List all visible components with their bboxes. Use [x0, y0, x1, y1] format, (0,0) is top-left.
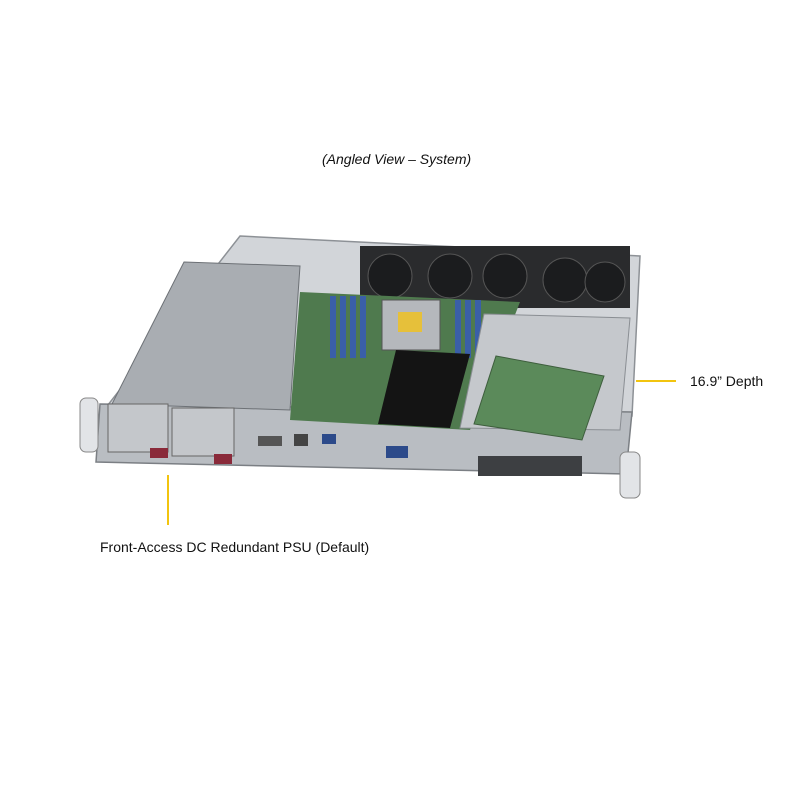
depth-label: 16.9” Depth	[690, 373, 764, 389]
psu-handle-left	[150, 448, 168, 458]
psu-housing	[111, 261, 301, 411]
fan-1	[367, 253, 413, 299]
chipset-heatsink	[378, 350, 470, 428]
io-port-lan-1	[294, 434, 308, 446]
psu-label: Front-Access DC Redundant PSU (Default)	[100, 539, 370, 555]
cpu-label	[398, 312, 422, 332]
fan-4	[542, 257, 588, 303]
rack-ear-left	[79, 397, 99, 453]
rack-ear-right	[619, 451, 641, 499]
fan-2	[427, 253, 473, 299]
psu-module-right	[171, 407, 235, 457]
fan-5	[584, 261, 626, 303]
dimm-bank-right	[455, 300, 481, 358]
psu-module-left	[107, 403, 169, 453]
psu-handle-right	[214, 454, 232, 464]
dimm-bank-left	[330, 296, 366, 358]
view-caption: (Angled View – System)	[322, 151, 472, 167]
add-on-card	[473, 355, 605, 441]
io-port-usb	[322, 434, 336, 444]
io-port-sfp-block	[478, 456, 582, 476]
io-port-serial	[258, 436, 282, 446]
io-port-vga	[386, 446, 408, 458]
fan-3	[482, 253, 528, 299]
